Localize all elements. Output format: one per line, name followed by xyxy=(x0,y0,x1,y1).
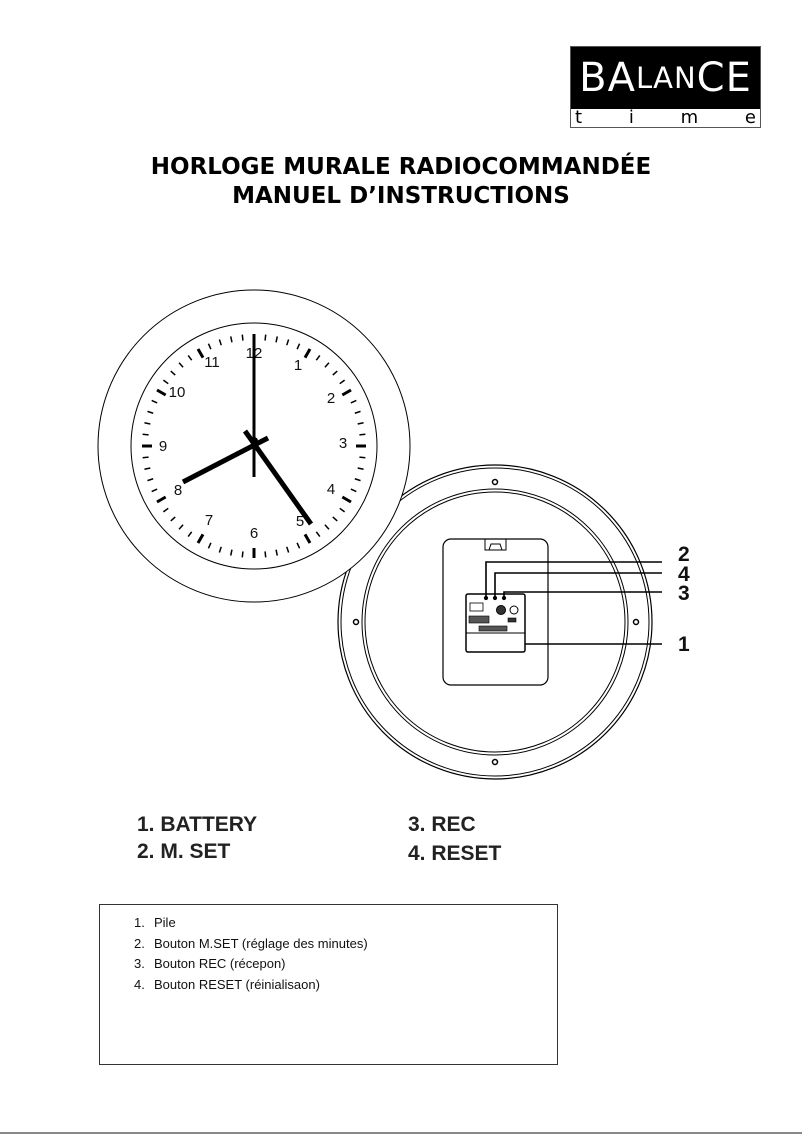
minute-hand xyxy=(242,429,314,526)
legend-item: 4. RESET xyxy=(408,842,501,866)
logo-sub-letter: i xyxy=(628,107,634,128)
list-text: Bouton REC (récepon) xyxy=(154,956,286,971)
list-text: Bouton RESET (réinialisaon) xyxy=(154,976,320,992)
title-line-1: HORLOGE MURALE RADIOCOMMANDÉE xyxy=(150,154,652,180)
back-clock xyxy=(337,464,662,780)
logo-letter: B xyxy=(579,55,608,101)
numeral-2: 2 xyxy=(327,390,335,407)
title-line-2: MANUEL D’INSTRUCTIONS xyxy=(232,183,570,209)
minute-ticks xyxy=(142,334,366,558)
numeral-4: 4 xyxy=(327,481,335,498)
logo-sub-letter: t xyxy=(575,107,583,128)
numeral-11: 11 xyxy=(204,354,220,371)
callout-labels: 2 4 3 1 xyxy=(678,543,690,656)
callout-1: 1 xyxy=(678,633,690,656)
legend-num: 4. xyxy=(408,842,426,865)
legend-label: M. SET xyxy=(160,840,231,863)
logo-letter: N xyxy=(673,60,697,95)
numeral-8: 8 xyxy=(174,482,182,499)
legend-item: 2. M. SET xyxy=(137,840,230,864)
list-item: 3. Bouton REC (récepon) xyxy=(134,954,368,975)
numeral-10: 10 xyxy=(169,384,186,401)
numeral-3: 3 xyxy=(339,435,347,452)
parts-legend: 1. BATTERY 2. M. SET 3. REC 4. RESET xyxy=(137,813,557,873)
page-title: HORLOGE MURALE RADIOCOMMANDÉE MANUEL D’I… xyxy=(0,153,802,211)
legend-label: RESET xyxy=(431,842,502,865)
callout-3: 3 xyxy=(678,582,690,605)
list-item: 1. Pile xyxy=(134,913,368,934)
description-box: 1. Pile 2. Bouton M.SET (réglage des minut… xyxy=(99,904,558,1065)
brand-logo: B A L A N C E t i m e xyxy=(570,46,761,128)
list-num: 1. xyxy=(134,915,145,930)
callout-2: 2 xyxy=(678,543,690,566)
legend-item: 1. BATTERY xyxy=(137,813,257,837)
numeral-5: 5 xyxy=(296,513,304,530)
legend-label: REC xyxy=(431,813,476,836)
legend-item: 3. REC xyxy=(408,813,476,837)
logo-brand-name: B A L A N C E xyxy=(571,47,760,109)
parts-list: 1. Pile 2. Bouton M.SET (réglage des minut… xyxy=(134,913,368,995)
numeral-6: 6 xyxy=(250,525,258,542)
front-clock: 12 1 2 3 4 5 6 7 8 9 10 11 xyxy=(97,289,411,603)
logo-sub-letter: m xyxy=(680,107,699,128)
logo-letter: A xyxy=(607,55,636,101)
numeral-7: 7 xyxy=(205,512,213,529)
logo-sub-letter: e xyxy=(744,107,756,128)
list-item: 2. Bouton M.SET (réglage des minutes) xyxy=(134,934,368,955)
list-item: 4. Bouton RESET (réinialisaon) xyxy=(134,975,368,996)
clock-diagram: 2 4 3 1 1 2 1 2 3 4 5 6 7 8 9 10 11 xyxy=(97,289,690,780)
legend-num: 2. xyxy=(137,840,155,863)
legend-label: BATTERY xyxy=(160,813,258,836)
page-bottom-edge xyxy=(0,1132,802,1134)
legend-num: 1. xyxy=(137,813,155,836)
logo-subtitle: t i m e xyxy=(571,109,760,127)
list-num: 2. xyxy=(134,935,145,951)
numeral-1: 1 xyxy=(294,357,302,374)
logo-letter: E xyxy=(725,55,752,101)
callout-4: 4 xyxy=(678,563,690,586)
numeral-9: 9 xyxy=(159,438,167,455)
legend-num: 3. xyxy=(408,813,426,836)
list-text: Pile xyxy=(154,915,176,930)
logo-letter: L xyxy=(635,60,654,95)
logo-letter: C xyxy=(696,55,726,101)
list-text: Bouton M.SET (réglage des minutes) xyxy=(154,935,368,951)
list-num: 3. xyxy=(134,956,145,971)
list-num: 4. xyxy=(134,976,145,992)
logo-letter: A xyxy=(653,60,674,95)
